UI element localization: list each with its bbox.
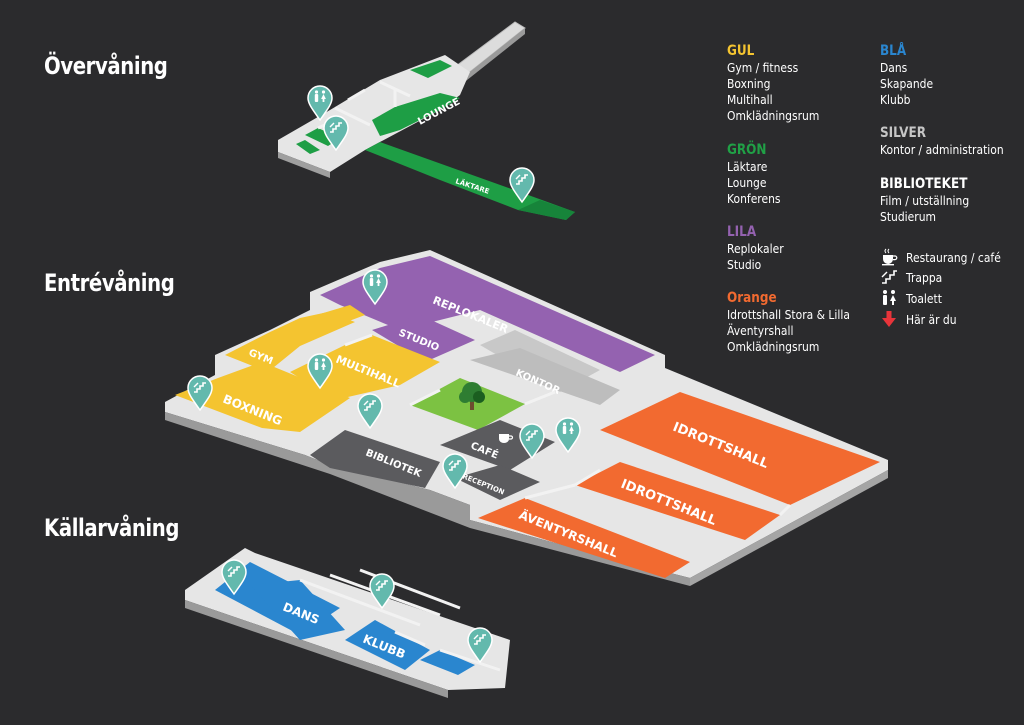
floor-title-upper: Övervåning: [44, 52, 168, 80]
floor-title-basement: Källarvåning: [44, 514, 180, 542]
klubb-room: [345, 620, 430, 670]
studio-room: [372, 315, 475, 362]
basement-floor-plan: DANS KLUBB: [185, 548, 510, 698]
floor-title-entry: Entrévåning: [44, 269, 175, 297]
stairs-marker-basement-right[interactable]: [467, 627, 493, 664]
entry-floor-plan: REPLOKALER STUDIO KONTOR GYM MULTIHALL B…: [165, 250, 888, 586]
aventyrshall-room: [478, 498, 690, 578]
stairs-marker-cafe[interactable]: [519, 423, 545, 460]
stairs-marker-bibliotek[interactable]: [357, 393, 383, 430]
toilet-marker-replokaler[interactable]: [362, 269, 388, 306]
stairs-marker-laktare[interactable]: [509, 167, 535, 204]
dans-room-extension: [250, 580, 345, 640]
multihall-room: [290, 335, 440, 400]
stairs-marker-upper[interactable]: [323, 115, 349, 152]
reception-room: [455, 465, 540, 500]
bibliotek-room: [310, 430, 440, 488]
stairs-marker-basement-mid[interactable]: [369, 573, 395, 610]
idrottshall-2-room: [575, 462, 780, 540]
idrottshall-1-room: [600, 392, 880, 505]
cup-icon-cafe: [499, 434, 514, 443]
stairs-marker-boxning[interactable]: [187, 375, 213, 412]
stairs-marker-entrance[interactable]: [442, 453, 468, 490]
lounge-room: [372, 93, 460, 136]
stairs-marker-basement-left[interactable]: [221, 559, 247, 596]
toilet-marker-reception[interactable]: [555, 417, 581, 454]
replokaler-room: [320, 256, 655, 372]
toilet-marker-upper[interactable]: [307, 85, 333, 122]
boxning-room: [175, 362, 350, 432]
map-markers: [187, 85, 581, 664]
toilet-marker-multihall[interactable]: [307, 353, 333, 390]
tree-icon: [459, 382, 485, 410]
